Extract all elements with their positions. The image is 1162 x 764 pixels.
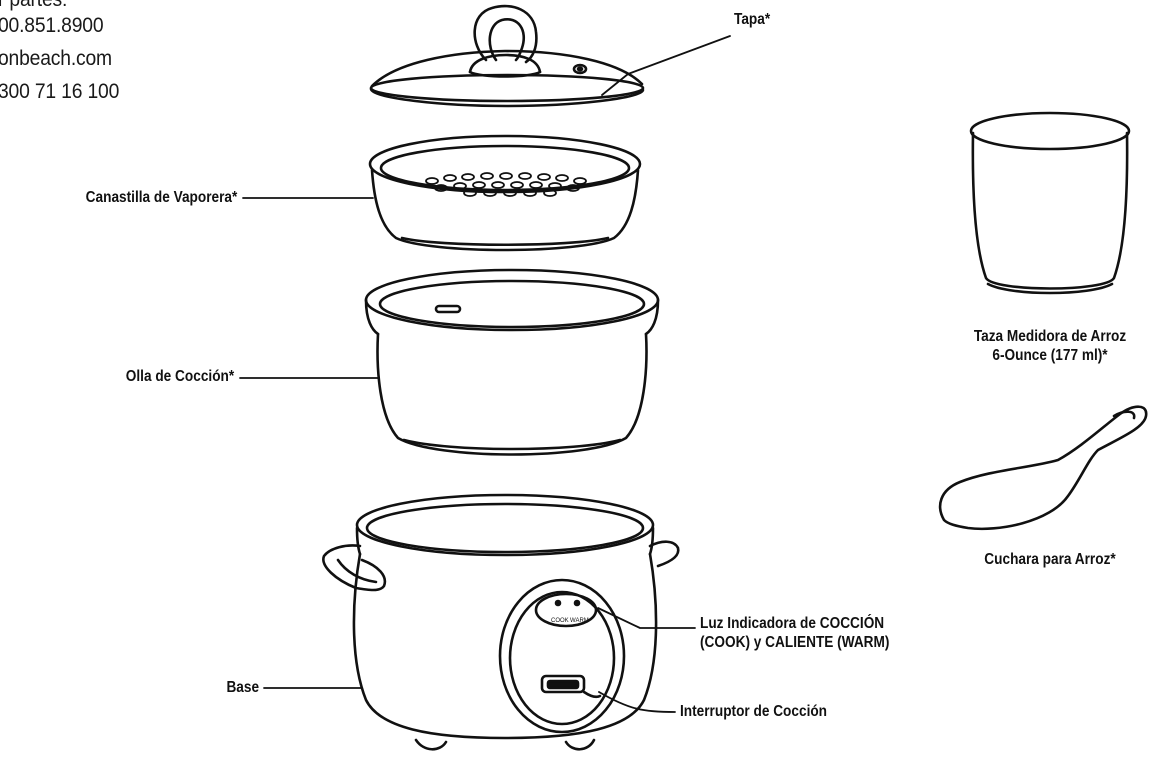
rice-spoon-drawing bbox=[938, 405, 1148, 531]
contact-line-4: 300 71 16 100 bbox=[0, 80, 120, 103]
label-indicator-light-line1: Luz Indicadora de COCCIÓN bbox=[700, 615, 885, 632]
label-rice-spoon: Cuchara para Arroz* bbox=[984, 551, 1116, 568]
label-cooking-pot: Olla de Cocción* bbox=[125, 368, 234, 385]
measuring-cup-drawing bbox=[969, 111, 1131, 295]
contact-line-2: 00.851.8900 bbox=[0, 14, 104, 37]
lid-drawing bbox=[369, 4, 645, 108]
panel-warm-text: WARM bbox=[570, 618, 589, 624]
contact-line-3: onbeach.com bbox=[0, 47, 112, 70]
label-lid: Tapa* bbox=[734, 11, 771, 28]
label-measuring-cup: Taza Medidora de Arroz 6-Ounce (177 ml)* bbox=[936, 327, 1162, 365]
leader-lines bbox=[239, 35, 731, 713]
label-measuring-cup-line2: 6-Ounce (177 ml)* bbox=[992, 347, 1108, 364]
label-indicator-light: Luz Indicadora de COCCIÓN (COOK) y CALIE… bbox=[700, 614, 889, 652]
label-base: Base bbox=[226, 679, 259, 696]
steamer-basket-drawing bbox=[368, 134, 642, 252]
cooking-pot-drawing bbox=[364, 268, 660, 456]
label-steamer-basket: Canastilla de Vaporera* bbox=[85, 189, 237, 206]
panel-cook-text: COOK bbox=[551, 618, 569, 624]
label-measuring-cup-line1: Taza Medidora de Arroz bbox=[973, 328, 1127, 345]
base-drawing bbox=[322, 493, 680, 751]
label-indicator-light-line2: (COOK) y CALIENTE (WARM) bbox=[700, 634, 890, 651]
label-cook-switch: Interruptor de Cocción bbox=[680, 703, 828, 720]
contact-line-1: r partes: bbox=[0, 0, 67, 10]
